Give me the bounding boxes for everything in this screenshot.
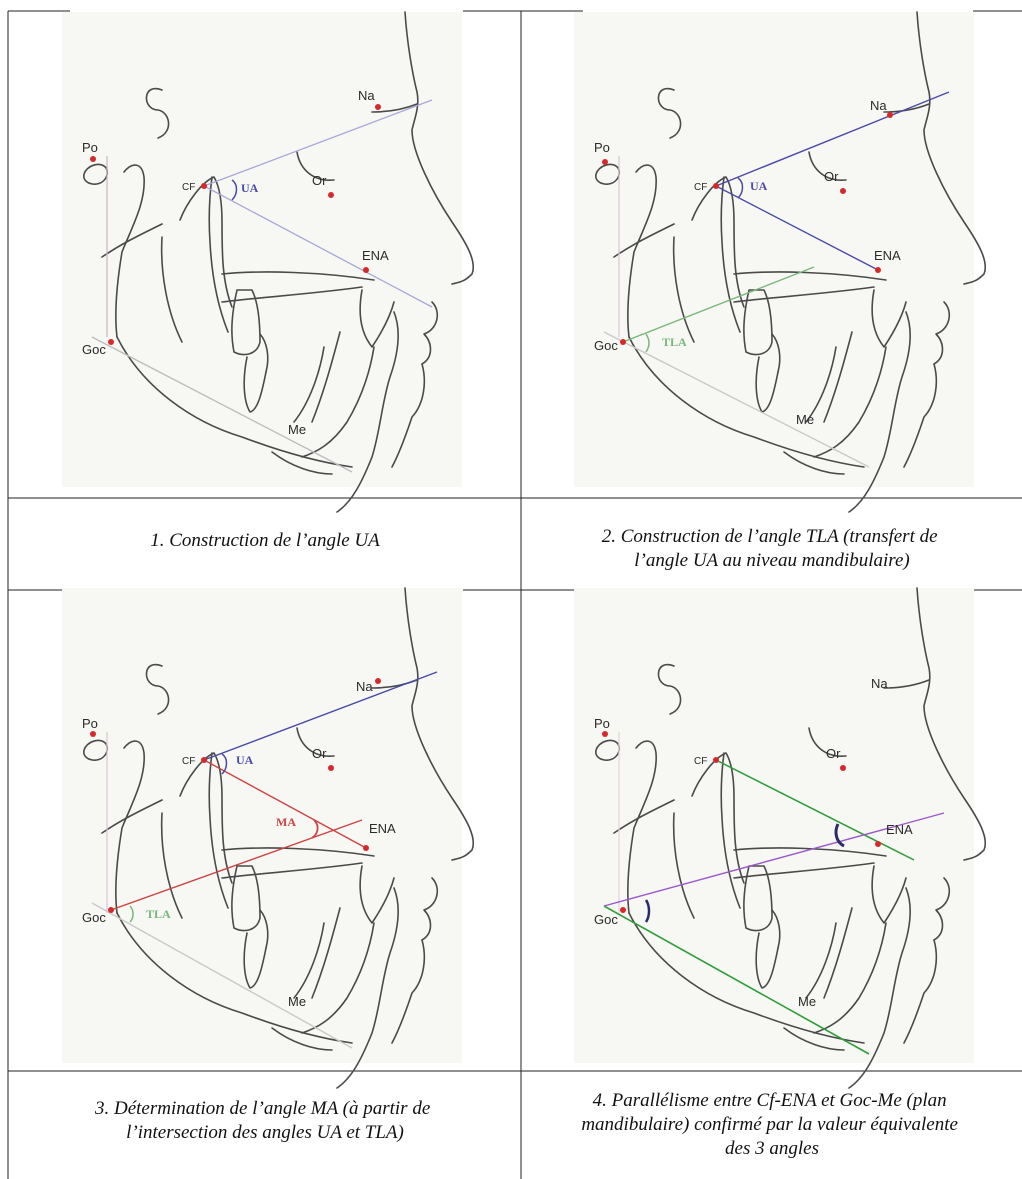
me-label: Me (288, 994, 306, 1009)
panel-3: Na Or CF ENA Po Goc Me UA MA TLA (62, 587, 475, 1089)
landmark-dot (602, 731, 608, 737)
me-label: Me (288, 422, 306, 437)
landmark-dot (887, 112, 893, 118)
or-label: Or (824, 169, 839, 184)
cf-label: CF (182, 182, 195, 193)
panel-2: Na Or CF ENA Po Goc Me UA TLA (574, 11, 987, 513)
landmark-dot (201, 757, 207, 763)
landmark-dot (875, 841, 881, 847)
caption-3: 3. Détermination de l’angle MA (à partir… (94, 1098, 435, 1143)
na-label: Na (871, 676, 888, 691)
na-label: Na (356, 679, 373, 694)
caption-2: 2. Construction de l’angle TLA (transfer… (602, 526, 943, 571)
me-label: Me (798, 994, 816, 1009)
po-label: Po (594, 140, 610, 155)
goc-label: Goc (594, 912, 618, 927)
panel-4: Na Or CF ENA Po Goc Me (574, 587, 987, 1089)
landmark-dot (201, 183, 207, 189)
tla-angle-label: TLA (146, 907, 171, 921)
or-label: Or (826, 746, 841, 761)
po-label: Po (82, 140, 98, 155)
ena-label: ENA (886, 822, 913, 837)
na-label: Na (870, 98, 887, 113)
landmark-dot (375, 104, 381, 110)
po-label: Po (82, 716, 98, 731)
caption-4: 4. Parallélisme entre Cf-ENA et Goc-Me (… (581, 1090, 962, 1159)
ena-label: ENA (362, 248, 389, 263)
me-label: Me (796, 412, 814, 427)
po-label: Po (594, 716, 610, 731)
landmark-dot (620, 339, 626, 345)
ma-angle-label: MA (276, 815, 296, 829)
landmark-dot (90, 156, 96, 162)
ena-label: ENA (874, 248, 901, 263)
landmark-dot (363, 845, 369, 851)
ua-angle-label: UA (241, 181, 259, 195)
landmark-dot (713, 757, 719, 763)
landmark-dot (90, 731, 96, 737)
or-label: Or (312, 746, 327, 761)
landmark-dot (328, 765, 334, 771)
goc-label: Goc (594, 338, 618, 353)
landmark-dot (328, 192, 334, 198)
layout-grid (7, 10, 1022, 1179)
ena-label: ENA (369, 821, 396, 836)
landmark-dot (108, 339, 114, 345)
landmark-dot (840, 765, 846, 771)
landmark-dot (713, 183, 719, 189)
cf-label: CF (694, 756, 707, 767)
cf-label: CF (694, 182, 707, 193)
landmark-dot (840, 188, 846, 194)
na-label: Na (358, 88, 375, 103)
or-label: Or (312, 173, 327, 188)
panel-1: Na Or CF ENA Po Goc Me UA (62, 11, 475, 513)
landmark-dot (108, 907, 114, 913)
caption-1: 1. Construction de l’angle UA (150, 530, 380, 551)
ua-angle-label: UA (750, 179, 768, 193)
cf-label: CF (182, 756, 195, 767)
landmark-dot (875, 267, 881, 273)
goc-label: Goc (82, 910, 106, 925)
landmark-dot (375, 678, 381, 684)
landmark-dot (620, 907, 626, 913)
tla-angle-label: TLA (662, 335, 687, 349)
landmark-dot (602, 159, 608, 165)
landmark-dot (363, 267, 369, 273)
ua-angle-label: UA (236, 753, 254, 767)
goc-label: Goc (82, 342, 106, 357)
